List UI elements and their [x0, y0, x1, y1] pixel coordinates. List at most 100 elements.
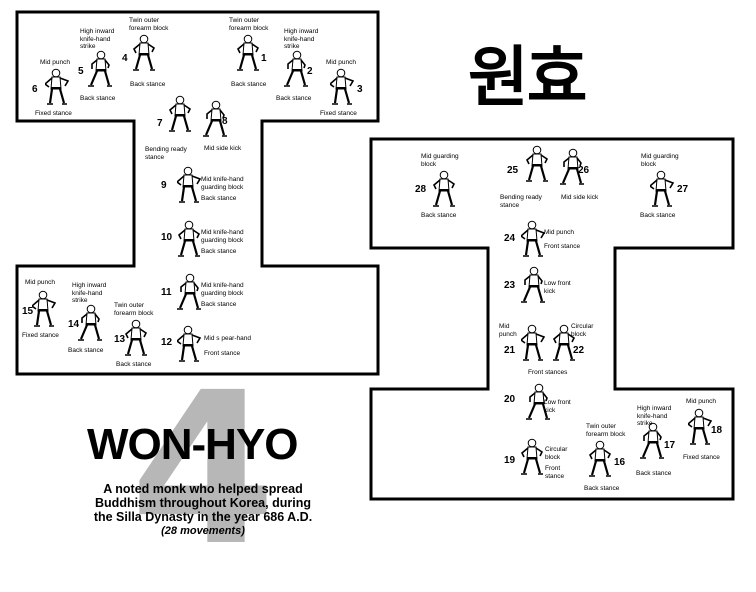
move-number: 19 — [504, 455, 516, 466]
move-number: 9 — [161, 180, 167, 191]
practitioner-figure-icon — [328, 68, 355, 105]
move-number: 17 — [664, 440, 676, 451]
pattern-diagram-frame — [15, 10, 735, 501]
move-figure — [124, 319, 148, 362]
practitioner-figure-icon — [177, 273, 201, 310]
move-number: 22 — [573, 345, 585, 356]
practitioner-figure-icon — [169, 95, 192, 132]
move-number: 7 — [157, 118, 163, 129]
move-figure — [525, 145, 549, 188]
move-number: 13 — [114, 334, 126, 345]
move-stance-label: Back stance — [636, 470, 672, 477]
move-figure — [78, 304, 102, 347]
practitioner-figure-icon — [175, 325, 202, 362]
move-stance-label: Fixed stance — [320, 110, 357, 117]
practitioner-figure-icon — [30, 290, 57, 327]
move-stance-label: Fixed stance — [22, 332, 59, 339]
left-floor-outline — [15, 10, 380, 376]
move-figure — [552, 324, 576, 367]
move-stance-label: Back stance — [116, 361, 152, 368]
practitioner-figure-icon — [519, 324, 546, 361]
move-stance-label: Fixed stance — [683, 454, 720, 461]
description-line: A noted monk who helped spread — [103, 482, 303, 496]
move-number: 16 — [614, 457, 626, 468]
practitioner-figure-icon — [526, 145, 549, 182]
description-line: Buddhism throughout Korea, during — [95, 496, 311, 510]
move-stance-label: Back stance — [68, 347, 104, 354]
korean-title: 원효 — [468, 39, 587, 116]
move-stance-label: Front stance — [204, 350, 241, 357]
move-number: 21 — [504, 345, 516, 356]
practitioner-figure-icon — [560, 148, 584, 185]
move-figure — [203, 100, 227, 143]
practitioner-figure-icon — [648, 170, 675, 207]
move-number: 26 — [578, 165, 590, 176]
move-stance-label: Back stance — [201, 195, 237, 202]
move-number: 15 — [22, 306, 34, 317]
practitioner-figure-icon — [519, 220, 546, 257]
move-figure — [284, 50, 308, 93]
move-number: 2 — [307, 66, 313, 77]
move-stance-label: Back stance — [201, 248, 237, 255]
move-figure — [519, 324, 546, 367]
practitioner-figure-icon — [133, 34, 156, 71]
move-figure — [177, 273, 201, 316]
move-figure — [43, 68, 70, 111]
front-stances-label: Front stances — [528, 369, 568, 376]
practitioner-figure-icon — [178, 220, 201, 257]
practitioner-figure-icon — [125, 319, 148, 356]
pattern-number: 4 — [130, 347, 277, 592]
pattern-title: WON-HYO — [87, 420, 299, 469]
practitioner-figure-icon — [284, 50, 308, 87]
practitioner-figure-icon — [640, 422, 664, 459]
practitioner-figure-icon — [43, 68, 70, 105]
move-figure — [520, 438, 544, 481]
practitioner-figure-icon — [203, 100, 227, 137]
move-figure — [236, 34, 260, 77]
move-technique-label: Mid side kick — [561, 194, 599, 201]
practitioner-figure-icon — [686, 408, 713, 445]
move-technique-label: Mid side kick — [204, 145, 242, 152]
move-number: 24 — [504, 233, 516, 244]
move-number: 6 — [32, 84, 38, 95]
pattern-description: A noted monk who helped spread Buddhism … — [72, 482, 334, 538]
practitioner-figure-icon — [175, 166, 202, 203]
move-stance-label: Back stance — [231, 81, 267, 88]
move-number: 10 — [161, 232, 173, 243]
move-technique-label: Mid punch — [40, 59, 70, 66]
practitioner-figure-icon — [88, 50, 112, 87]
practitioner-figure-icon — [78, 304, 102, 341]
move-stance-label: Back stance — [421, 212, 457, 219]
right-floor-outline — [369, 137, 735, 501]
move-number: 20 — [504, 394, 516, 405]
move-technique-label: Mid punch — [326, 59, 356, 66]
move-number: 18 — [711, 425, 723, 436]
move-figure — [686, 408, 713, 451]
movement-count: (28 movements) — [161, 525, 245, 537]
move-figure — [175, 325, 202, 368]
move-number: 4 — [122, 53, 128, 64]
practitioner-figure-icon — [553, 324, 576, 361]
move-figure — [526, 383, 550, 426]
move-number: 23 — [504, 280, 516, 291]
move-technique-label: Mid punch — [544, 229, 574, 236]
move-technique-label: Mid punch — [686, 398, 716, 405]
move-stance-label: Back stance — [80, 95, 116, 102]
move-figure — [648, 170, 675, 213]
move-number: 3 — [357, 84, 363, 95]
move-number: 8 — [222, 116, 228, 127]
move-figure — [328, 68, 355, 111]
